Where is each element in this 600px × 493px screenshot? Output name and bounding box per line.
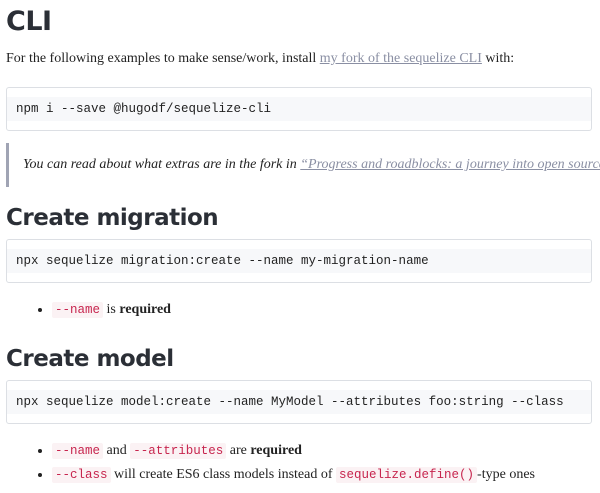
model-notes: --name and --attributes are required --c… <box>0 442 535 490</box>
inline-code: --class <box>52 467 111 483</box>
heading-create-model: Create model <box>6 346 174 372</box>
install-command: npm i --save @hugodf/sequelize-cli <box>7 97 591 121</box>
migration-notes: --name is required <box>0 301 171 325</box>
heading-create-migration: Create migration <box>6 205 219 231</box>
text: is <box>103 302 120 317</box>
migration-command: npx sequelize migration:create --name my… <box>7 249 591 273</box>
model-code-block: npx sequelize model:create --name MyMode… <box>6 380 592 424</box>
article-link[interactable]: “Progress and roadblocks: a journey into… <box>300 157 600 172</box>
intro-text-end: with: <box>481 51 515 66</box>
text: are <box>226 443 251 458</box>
migration-code-block: npx sequelize migration:create --name my… <box>6 239 592 283</box>
list-item: --name is required <box>52 301 171 319</box>
blockquote: You can read about what extras are in th… <box>6 143 600 187</box>
intro-text: For the following examples to make sense… <box>6 51 320 66</box>
text: will create ES6 class models instead of <box>110 467 337 482</box>
list-item: --class will create ES6 class models ins… <box>52 466 535 484</box>
install-code-block: npm i --save @hugodf/sequelize-cli <box>6 87 592 131</box>
list-item: --name and --attributes are required <box>52 442 535 460</box>
inline-code: --name <box>52 302 104 318</box>
bold-text: required <box>250 443 302 458</box>
intro-paragraph: For the following examples to make sense… <box>6 50 514 68</box>
model-command: npx sequelize model:create --name MyMode… <box>7 390 591 414</box>
quote-text: You can read about what extras are in th… <box>23 157 301 172</box>
text: -type ones <box>477 467 535 482</box>
inline-code: --name <box>52 443 104 459</box>
heading-cli: CLI <box>6 6 52 37</box>
bold-text: required <box>119 302 171 317</box>
inline-code: --attributes <box>130 443 227 459</box>
fork-link[interactable]: my fork of the sequelize CLI <box>319 51 482 66</box>
text: and <box>103 443 131 458</box>
inline-code: sequelize.define() <box>336 467 478 483</box>
